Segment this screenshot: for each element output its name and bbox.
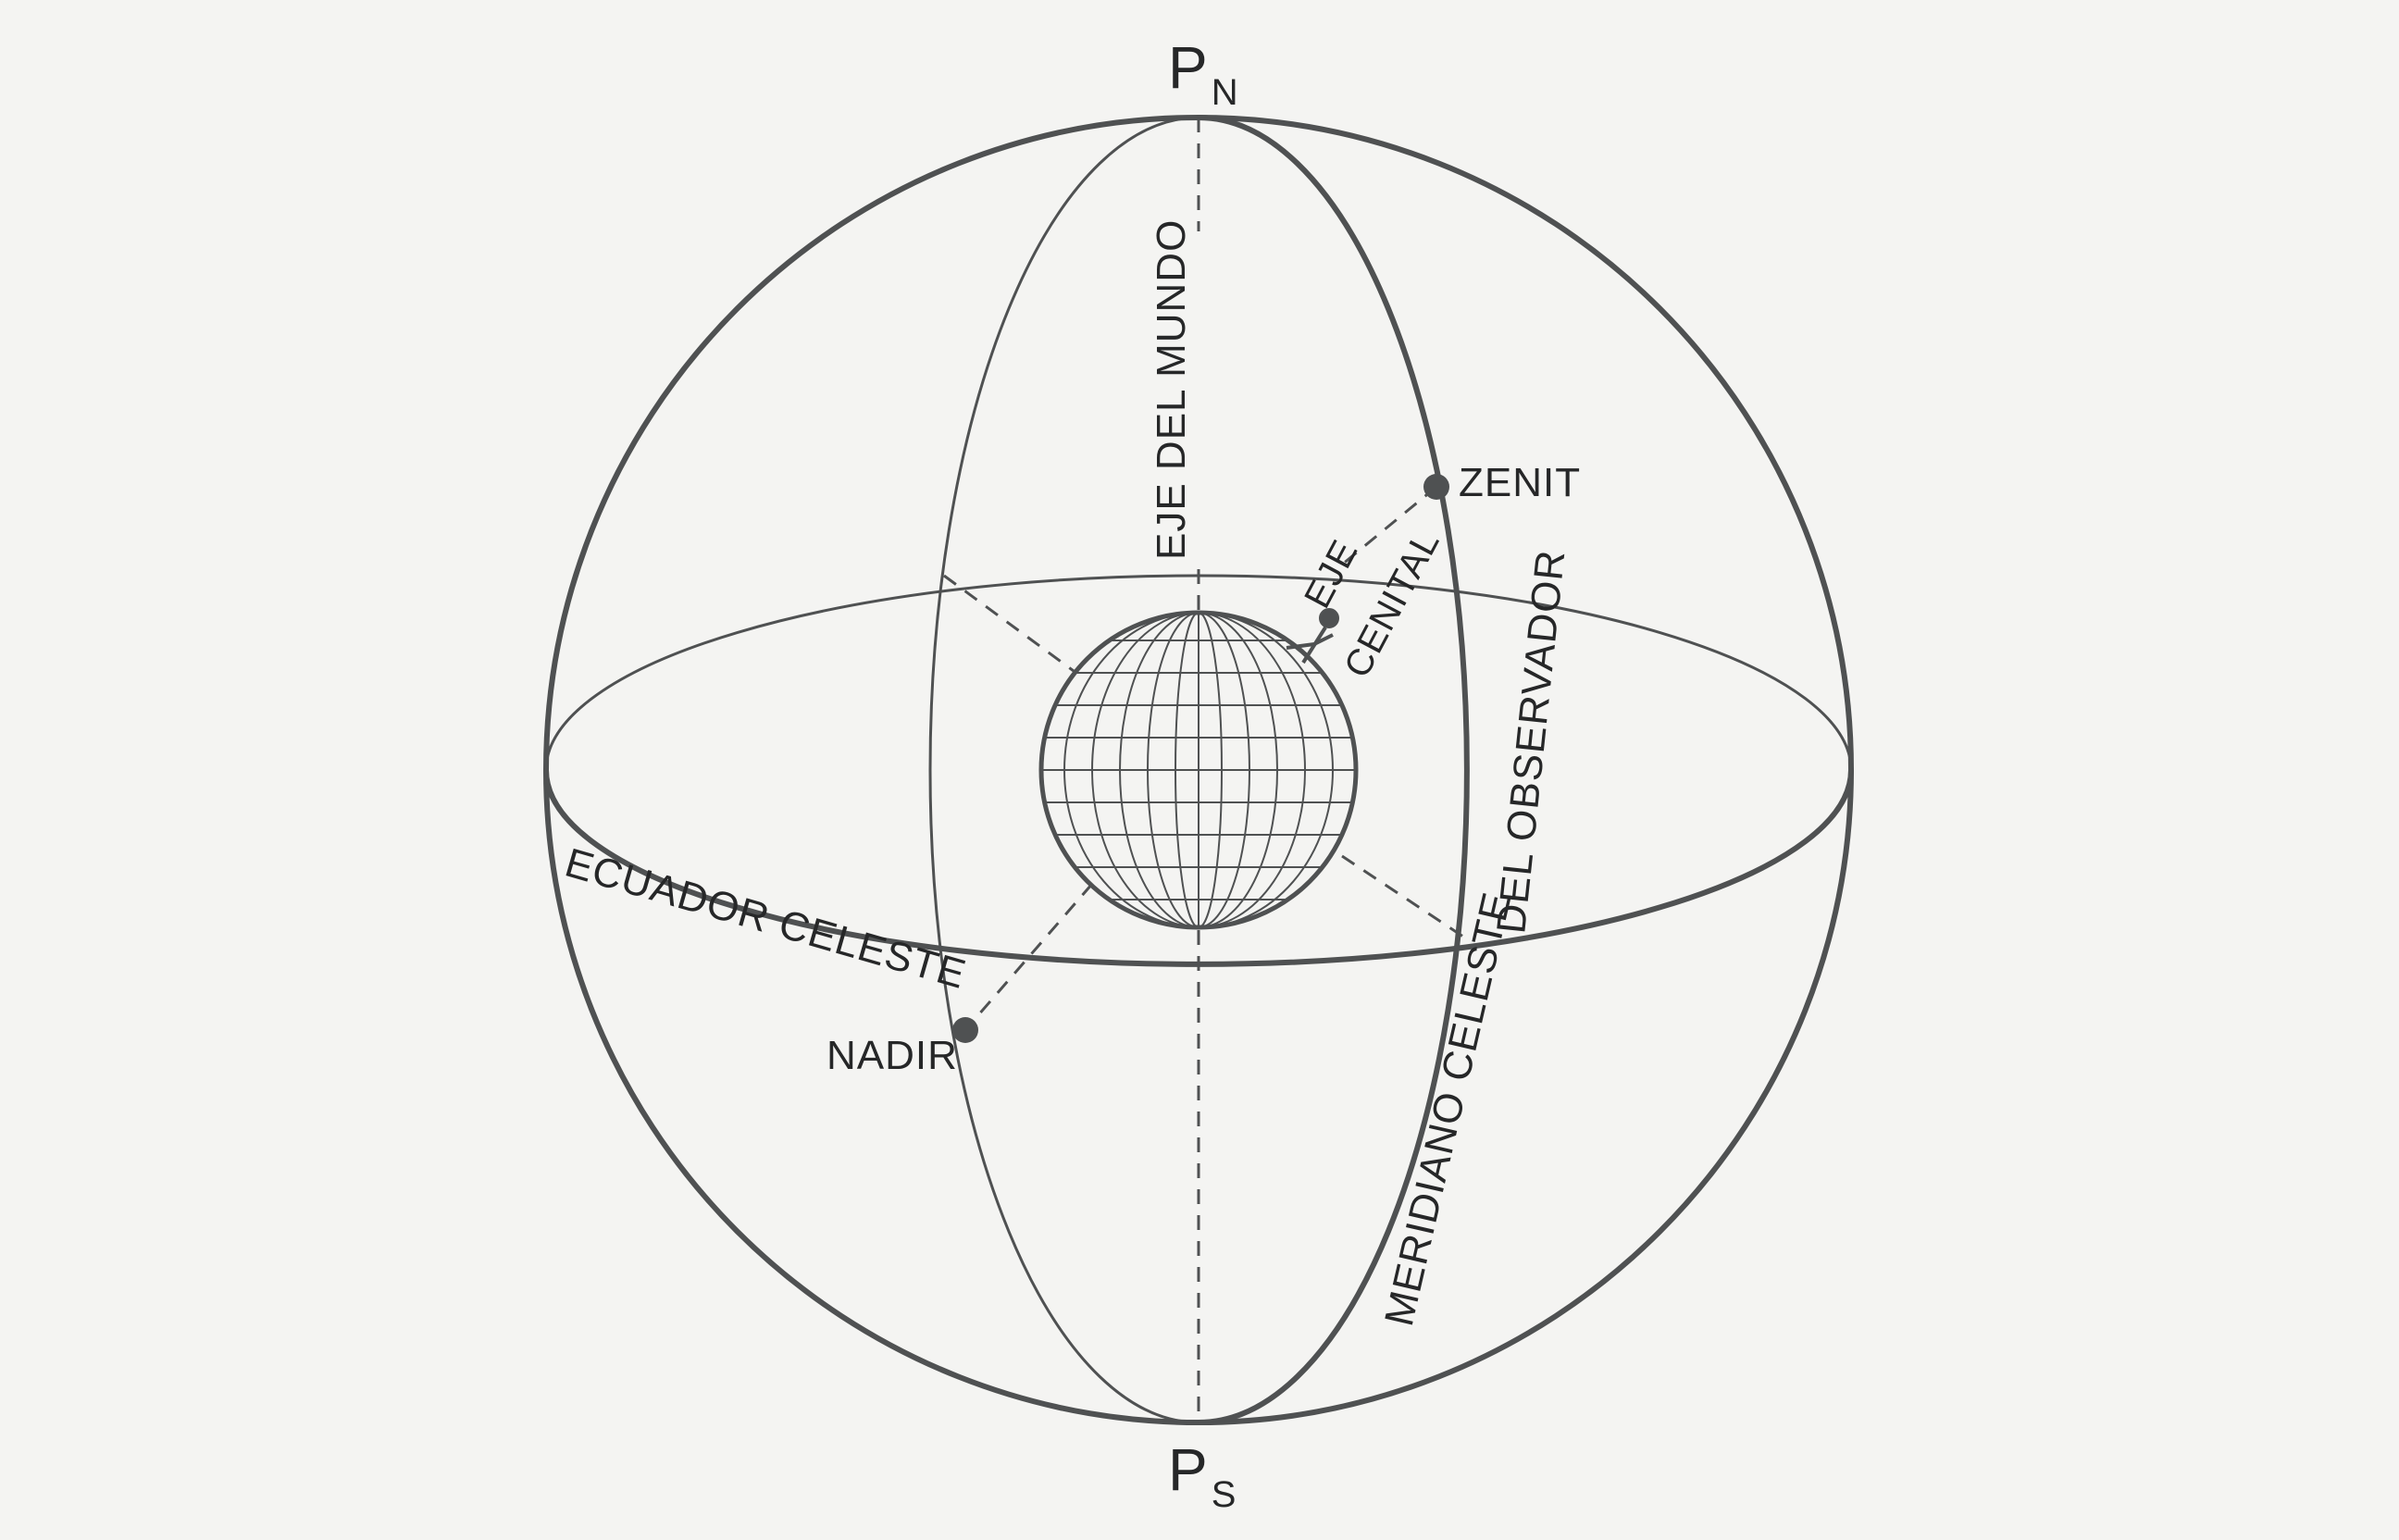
north-pole-letter: P bbox=[1168, 34, 1208, 101]
del-observador-label: DEL OBSERVADOR bbox=[1488, 548, 1573, 936]
nadir-label: NADIR bbox=[827, 1033, 958, 1078]
south-pole-subscript: S bbox=[1212, 1474, 1237, 1515]
observer-figure bbox=[1286, 608, 1339, 664]
observer-meridian-arc bbox=[1198, 115, 1470, 1425]
zenit-point bbox=[1423, 474, 1449, 500]
dashed-line-upper-left bbox=[943, 574, 1075, 673]
eje-cenital-label-line1: EJE bbox=[1297, 533, 1366, 615]
north-pole-subscript: N bbox=[1212, 72, 1238, 113]
earth-globe bbox=[1038, 610, 1359, 930]
nadir-point bbox=[952, 1017, 978, 1043]
nadir-axis bbox=[963, 883, 1094, 1031]
zenith-axis bbox=[1341, 485, 1437, 566]
zenit-label: ZENIT bbox=[1459, 460, 1581, 505]
ecuador-celeste-label: ECUADOR CELESTE bbox=[560, 840, 971, 999]
eje-del-mundo-label: EJE DEL MUNDO bbox=[1149, 219, 1194, 560]
south-pole-letter: P bbox=[1168, 1436, 1208, 1503]
dashed-line-lower-right bbox=[1341, 854, 1473, 944]
